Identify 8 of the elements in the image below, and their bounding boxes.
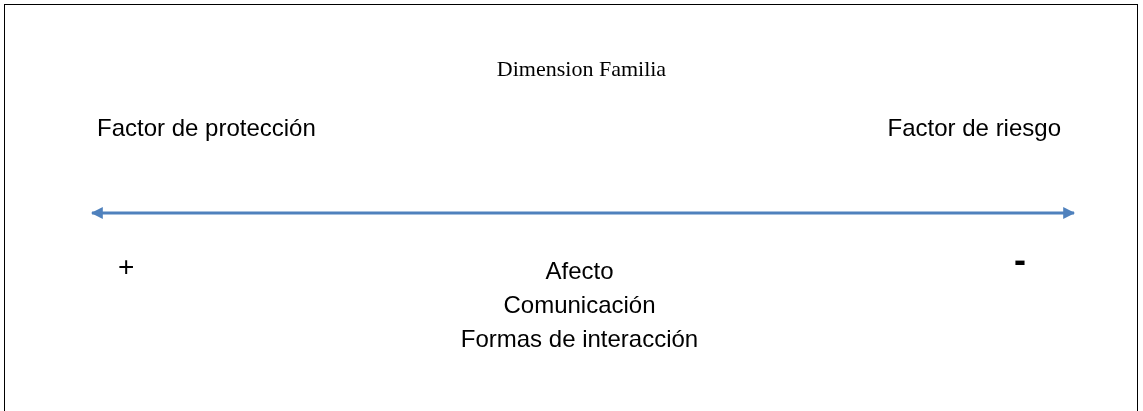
sign-label: + [118,250,135,284]
pole-label: Factor de protección [97,114,316,143]
factor-label: Comunicación [503,291,656,320]
factor-label: Afecto [545,257,614,286]
title: Dimension Familia [496,56,667,83]
pole-label: Factor de riesgo [887,114,1061,143]
sign-label: - [1014,238,1026,282]
factor-label: Formas de interacción [460,325,699,354]
